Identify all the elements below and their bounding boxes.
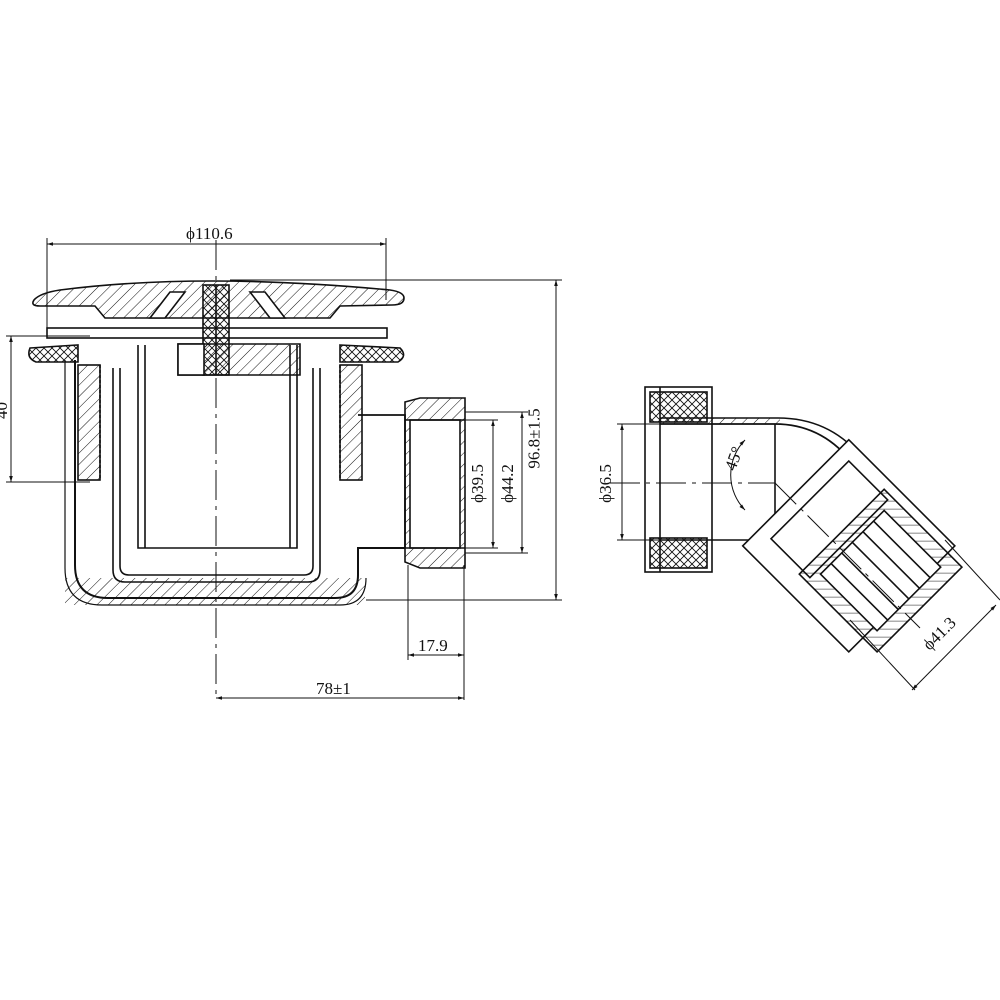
dim-elbow-inlet-diameter: ϕ36.5 bbox=[595, 464, 615, 503]
outlet-pipe bbox=[358, 414, 406, 548]
dim-outlet-outer-diameter: ϕ44.2 bbox=[497, 464, 517, 503]
flange-right bbox=[339, 344, 405, 363]
elbow-nut bbox=[644, 386, 713, 573]
strainer-basket bbox=[137, 345, 298, 549]
elbow-view bbox=[610, 386, 964, 654]
main-dimensions bbox=[6, 238, 562, 700]
dim-outlet-thread-length: 17.9 bbox=[418, 636, 448, 655]
dim-overall-height: 96.8±1.5 bbox=[524, 408, 544, 469]
dim-cap-diameter: ϕ110.6 bbox=[186, 224, 233, 243]
flange-left bbox=[28, 344, 79, 363]
elbow-dimensions bbox=[617, 423, 1000, 691]
dim-outlet-offset: 78±1 bbox=[316, 679, 351, 698]
dim-flange-height: 40 bbox=[0, 402, 11, 419]
dim-outlet-inner-diameter: ϕ39.5 bbox=[467, 464, 487, 503]
main-section-view bbox=[28, 240, 466, 700]
